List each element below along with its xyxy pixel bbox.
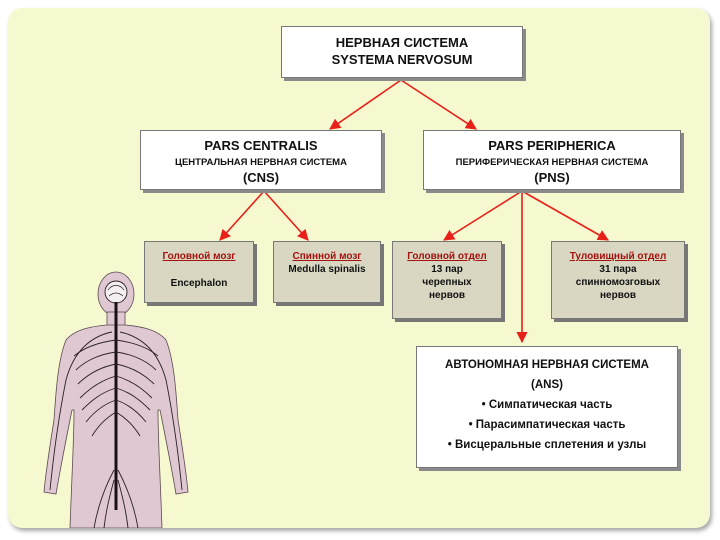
ans-item-plexuses: • Висцеральные сплетения и узлы <box>447 439 647 451</box>
root-title-ru: НЕРВНАЯ СИСТЕМА <box>335 35 469 50</box>
trunk-part-line3: спинномозговых <box>575 277 661 288</box>
cranial-part-title: Головной отдел <box>407 251 487 262</box>
central-latin: PARS CENTRALIS <box>204 138 318 153</box>
arrow-peripheral-to-trunk <box>521 190 609 241</box>
trunk-part-line4: нервов <box>600 290 636 301</box>
slide: НЕРВНАЯ СИСТЕМА SYSTEMA NERVOSUM PARS CE… <box>8 8 710 528</box>
arrow-central-to-brain <box>219 190 265 241</box>
trunk-part-count: 31 пара <box>599 264 637 275</box>
ans-item-sympathetic: • Симпатическая часть <box>481 399 613 411</box>
spinal-cord-latin: Medulla spinalis <box>288 264 366 275</box>
central-nervous-system-box: PARS CENTRALIS ЦЕНТРАЛЬНАЯ НЕРВНАЯ СИСТЕ… <box>140 130 382 190</box>
brain-box: Головной мозг Encephalon <box>144 241 254 303</box>
trunk-part-title: Туловищный отдел <box>569 251 667 262</box>
arrow-root-to-peripheral <box>400 79 477 130</box>
ans-title: АВТОНОМНАЯ НЕРВНАЯ СИСТЕМА <box>445 359 649 371</box>
peripheral-nervous-system-box: PARS PERIPHERICA ПЕРИФЕРИЧЕСКАЯ НЕРВНАЯ … <box>423 130 681 190</box>
autonomic-nervous-system-box: АВТОНОМНАЯ НЕРВНАЯ СИСТЕМА (ANS) • Симпа… <box>416 346 678 468</box>
central-russian: ЦЕНТРАЛЬНАЯ НЕРВНАЯ СИСТЕМА <box>175 157 347 168</box>
cranial-part-line3: черепных <box>422 277 472 288</box>
spinal-cord-box: Спинной мозг Medulla spinalis <box>273 241 381 303</box>
cranial-part-count: 13 пар <box>431 264 463 275</box>
ans-abbr: (ANS) <box>531 379 563 391</box>
cranial-part-box: Головной отдел 13 пар черепных нервов <box>392 241 502 319</box>
brain-latin: Encephalon <box>170 278 228 289</box>
human-nervous-system-figure <box>43 271 189 528</box>
arrow-central-to-spinal <box>263 190 309 241</box>
peripheral-latin: PARS PERIPHERICA <box>488 138 616 153</box>
cranial-part-line4: нервов <box>429 290 465 301</box>
central-abbr: (CNS) <box>242 170 280 185</box>
arrow-root-to-central <box>329 79 402 130</box>
spinal-cord-title: Спинной мозг <box>292 251 362 262</box>
peripheral-russian: ПЕРИФЕРИЧЕСКАЯ НЕРВНАЯ СИСТЕМА <box>455 157 649 168</box>
trunk-part-box: Туловищный отдел 31 пара спинномозговых … <box>551 241 685 319</box>
nervous-system-box: НЕРВНАЯ СИСТЕМА SYSTEMA NERVOSUM <box>281 26 523 78</box>
ans-item-parasympathetic: • Парасимпатическая часть <box>468 419 626 431</box>
brain-title: Головной мозг <box>162 251 236 262</box>
arrow-peripheral-to-cranial <box>443 190 523 241</box>
peripheral-abbr: (PNS) <box>534 170 570 185</box>
connector-arrows <box>219 79 609 344</box>
root-title-latin: SYSTEMA NERVOSUM <box>331 52 473 67</box>
